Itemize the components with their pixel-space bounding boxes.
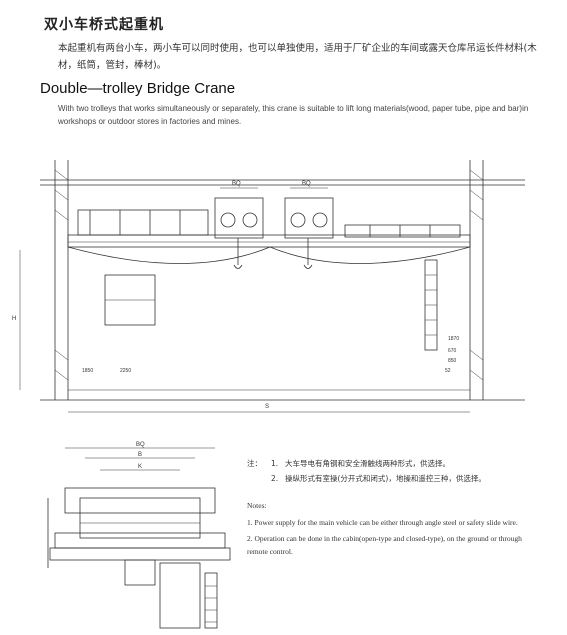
crane-side-drawing: BQ B K — [47, 442, 231, 629]
notes-cn-label: 注： — [247, 459, 262, 468]
en-description: With two trolleys that works simultaneou… — [58, 104, 529, 126]
notes-en-label: Notes: — [247, 501, 267, 510]
label-670: 670 — [448, 348, 457, 354]
label-1850: 1850 — [82, 368, 93, 374]
notes-cn-item-1: 注： 1. 大车导电有角钢和安全滑触线两种形式，供选择。 — [247, 456, 547, 471]
label-1870: 1870 — [448, 336, 459, 342]
label-bq-bottom: BQ — [136, 442, 145, 448]
label-52: 52 — [445, 368, 451, 374]
notes-en-item-1: 1. Power supply for the main vehicle can… — [247, 517, 518, 527]
label-bq-2: BQ — [302, 181, 311, 187]
notes-cn-item-2: 2. 操纵形式有室操(分开式和闭式)，地操和遥控三种，供选择。 — [271, 474, 486, 483]
notes-en-item-2: 2. Operation can be done in the cabin(op… — [247, 534, 522, 556]
crane-elevation-drawing: BQ BQ S H 1850 2250 52 1870 670 850 — [12, 160, 525, 413]
label-b-bottom: B — [138, 452, 142, 458]
label-850: 850 — [448, 358, 457, 364]
en-title: Double—trolley Bridge Crane — [40, 80, 236, 97]
notes-cn: 注： 1. 大车导电有角钢和安全滑触线两种形式，供选择。 2. 操纵形式有室操(… — [247, 456, 547, 486]
cn-title: 双小车桥式起重机 — [44, 17, 164, 33]
label-s: S — [265, 404, 269, 410]
label-bq-1: BQ — [232, 181, 241, 187]
label-2250: 2250 — [120, 368, 131, 374]
label-h: H — [12, 316, 16, 322]
cn-description: 本起重机有两台小车，两小车可以同时使用，也可以单独使用，适用于厂矿企业的车间或露… — [58, 43, 537, 71]
label-k-bottom: K — [138, 464, 142, 470]
notes-en: Notes: 1. Power supply for the main vehi… — [247, 500, 527, 562]
